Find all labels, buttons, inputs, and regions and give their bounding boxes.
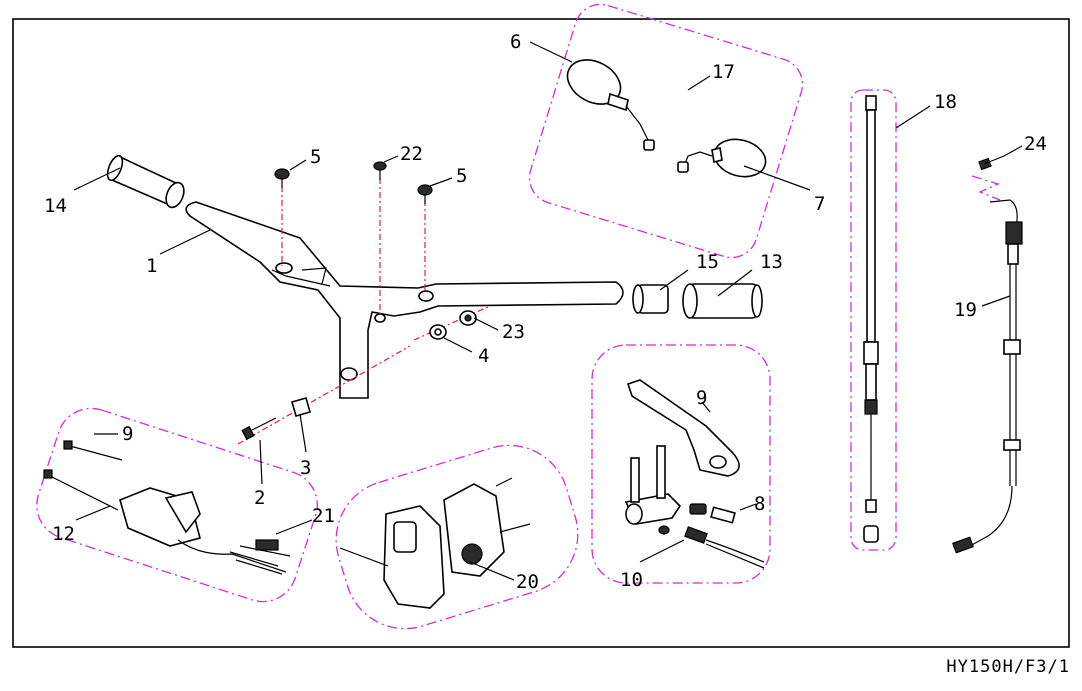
left-grip (106, 154, 185, 209)
callout-1: 1 (146, 255, 157, 277)
callout-6: 6 (510, 31, 521, 53)
callout-14: 14 (44, 195, 67, 217)
callout-10: 10 (620, 569, 643, 591)
callout-3: 3 (300, 457, 311, 479)
callout-12: 12 (52, 523, 75, 545)
handlebar (185, 201, 624, 399)
lever-group-outline (591, 344, 771, 584)
callout-4: 4 (478, 345, 489, 367)
callout-8: 8 (754, 493, 765, 515)
callout-13: 13 (760, 251, 783, 273)
leader-lines (73, 41, 1023, 581)
left-switch-group-outline (36, 407, 318, 603)
screw-22 (373, 161, 387, 180)
callout-24: 24 (1024, 133, 1047, 155)
front-brake-cable (863, 95, 879, 543)
mirror-right (677, 138, 767, 178)
rear-brake-cable (952, 199, 1023, 554)
callout-9-screw: 9 (122, 423, 133, 445)
lever-bracket (624, 445, 736, 535)
brake-lever (626, 379, 740, 477)
callout-17: 17 (712, 61, 735, 83)
callout-18: 18 (934, 91, 957, 113)
right-handle-switch (339, 477, 531, 609)
cable-bolt-24 (978, 155, 1005, 171)
throttle-sleeve (632, 284, 669, 314)
callout-19: 19 (954, 299, 977, 321)
callout-5-right: 5 (456, 165, 467, 187)
left-handle-switch (43, 440, 291, 575)
callout-5-left: 5 (310, 146, 321, 168)
diagram-frame (12, 18, 1070, 648)
collar-3 (291, 397, 311, 417)
bolt-2 (241, 417, 277, 441)
callout-7: 7 (814, 193, 825, 215)
nut-23 (459, 310, 477, 326)
callout-15: 15 (696, 251, 719, 273)
callout-9-lever: 9 (696, 387, 707, 409)
washer-4 (429, 324, 447, 340)
brake-cable-group-outline (850, 89, 897, 551)
right-grip (682, 283, 763, 319)
callout-20: 20 (516, 571, 539, 593)
callout-22: 22 (400, 143, 423, 165)
mirror-left (566, 59, 655, 151)
mirror-group-outline (528, 3, 804, 259)
callout-23: 23 (502, 321, 525, 343)
drawing-code: HY150H/F3/1 (946, 657, 1070, 677)
screw-5-left (274, 168, 290, 188)
callout-21: 21 (312, 505, 335, 527)
screw-5-right (417, 184, 433, 204)
callout-2: 2 (254, 487, 265, 509)
right-switch-group-outline (335, 444, 579, 630)
brake-switch (684, 526, 765, 569)
